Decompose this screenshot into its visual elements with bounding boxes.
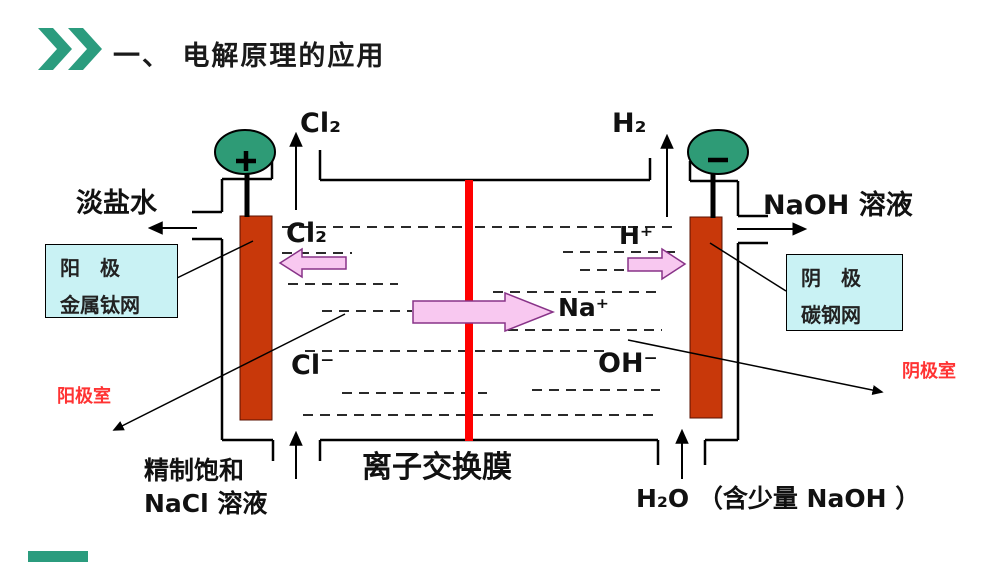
anode-electrode [239,215,273,421]
h2-gas-label: H₂ [612,108,647,139]
feed-label-line1: 精制饱和 [144,456,245,485]
anode-chamber-arrow [112,313,346,431]
cathode-chamber-label: 阴极室 [902,361,956,382]
h-plus-label: H⁺ [619,221,654,250]
cl2-mid-label: Cl₂ [286,218,327,249]
anode-material-label: 金属钛网 [60,293,140,317]
cl2-flow-arrow [278,247,347,279]
cathode-name-label: 阴 极 [801,266,861,290]
bottom-accent-bar [28,551,88,562]
feed-label-line2: NaCl 溶液 [144,489,268,518]
dilute-brine-label: 淡盐水 [76,188,157,219]
naoh-solution-label: NaOH 溶液 [763,190,913,221]
cathode-terminal [687,129,749,175]
na-plus-label: Na⁺ [558,293,609,322]
anode-box-leader-line [176,240,254,279]
membrane-label: 离子交换膜 [362,450,512,485]
oh-minus-label: OH⁻ [598,348,658,379]
cl2-gas-label: Cl₂ [300,108,341,139]
na-plus-flow-arrow [412,291,556,333]
liquid-level-dashes [282,226,677,416]
double-chevron-icon [38,28,102,70]
anode-chamber-label: 阳极室 [57,386,111,407]
cathode-info-box: 阴 极 碳钢网 [786,254,903,331]
cathode-box-leader-line [709,242,787,292]
water-feed-label: H₂O （含少量 NaOH ） [636,484,921,513]
cathode-material-label: 碳钢网 [801,303,861,327]
cl-minus-label: Cl⁻ [291,350,335,381]
page-title: 一、 电解原理的应用 [113,41,386,72]
terminal-stems [244,170,716,218]
anode-info-box: 阳 极 金属钛网 [45,244,178,318]
anode-name-label: 阳 极 [60,256,120,280]
cathode-electrode [689,216,723,419]
plus-sign-icon [236,151,256,171]
h-plus-flow-arrow [627,247,687,281]
cathode-chamber-arrow [627,339,884,396]
